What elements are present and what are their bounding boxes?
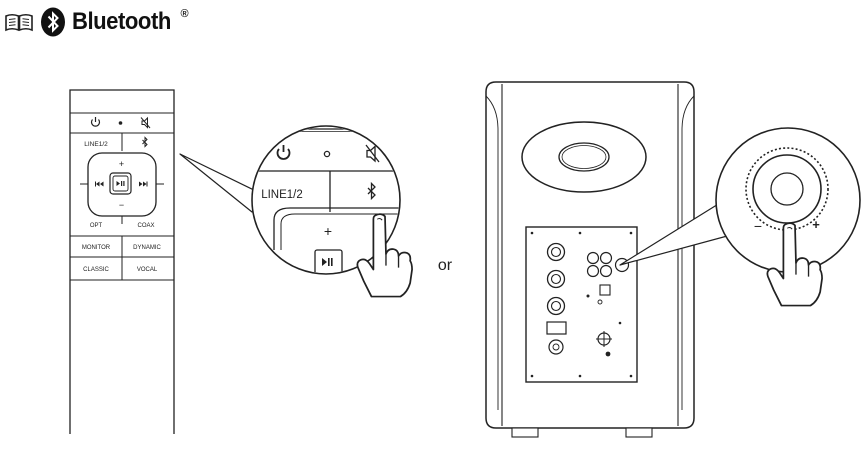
remote-callout-pointer [179, 153, 263, 213]
header-title: Bluetooth ® [72, 8, 189, 36]
or-text: or [438, 257, 453, 274]
knob-zoom-circle: − + [715, 127, 861, 273]
remote-bluetooth-icon [142, 136, 148, 148]
remote-label-line: LINE1/2 [84, 141, 108, 148]
knob-label-minus: − [754, 218, 762, 234]
zoom-bluetooth-icon [367, 181, 376, 201]
registered-mark: ® [180, 8, 189, 20]
title-text: Bluetooth [72, 8, 171, 35]
remote-control: LINE1/2 + − OPT COAX MONITOR DYNAMIC CLA… [69, 89, 175, 434]
remote-power-icon [90, 117, 101, 127]
remote-next-icon [139, 181, 147, 187]
section-header: Bluetooth ® [4, 4, 189, 40]
remote-dpad [80, 152, 164, 224]
usb-port [546, 321, 567, 335]
remote-label-classic: CLASSIC [83, 267, 109, 273]
remote-label-coax: COAX [137, 223, 154, 229]
open-book-icon [5, 13, 33, 32]
remote-label-vocal: VOCAL [137, 267, 158, 273]
zoom-mute-icon [365, 144, 380, 163]
remote-label-plus: + [119, 159, 124, 169]
remote-previous-icon [96, 181, 104, 187]
zoom-play-pause-icon [322, 258, 333, 266]
bass-port [521, 121, 647, 193]
zoom-label-plus: + [324, 223, 332, 239]
zoom-power-icon [276, 145, 291, 160]
remote-mute-icon [140, 116, 151, 129]
remote-label-monitor: MONITOR [82, 245, 111, 251]
zoom-label-line: LINE1/2 [261, 189, 303, 201]
knob-label-plus: + [812, 217, 820, 232]
remote-play-pause-icon [116, 181, 125, 186]
remote-label-opt: OPT [90, 223, 103, 229]
bluetooth-rune-icon [41, 7, 65, 37]
rear-panel [525, 226, 638, 383]
remote-label-dynamic: DYNAMIC [133, 245, 161, 251]
remote-label-minus: − [119, 200, 124, 210]
speaker-rear-view [485, 81, 695, 438]
optical-port [599, 284, 611, 296]
zoom-dot-icon [323, 150, 331, 158]
remote-dot-icon [118, 121, 123, 125]
panel-switch [596, 321, 622, 357]
rca-jacks [546, 242, 566, 316]
